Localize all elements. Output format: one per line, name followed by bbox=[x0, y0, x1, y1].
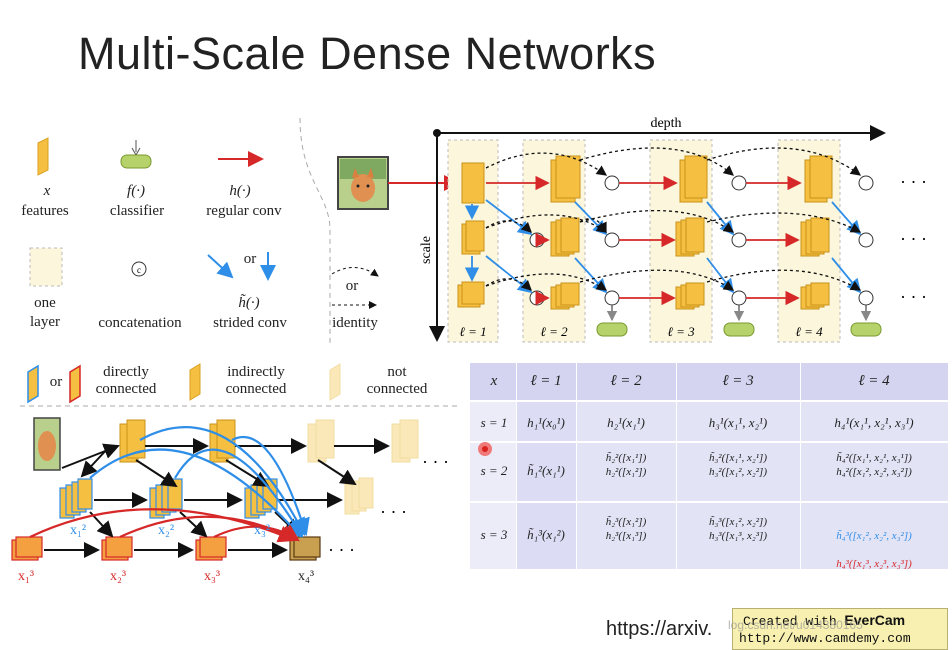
row3-c4-top: h̃₄³([x₁², x₂², x₃²]) bbox=[836, 530, 912, 542]
target-block bbox=[289, 536, 321, 561]
row1-c4: h₄¹(x₁¹, x₂¹, x₃¹) bbox=[834, 415, 914, 430]
node-label-x2-3: x₂³ bbox=[110, 569, 126, 584]
scale-label: scale bbox=[419, 236, 434, 264]
identity-arcs bbox=[485, 147, 862, 291]
feature-icon bbox=[37, 137, 49, 176]
strided-conv-label: strided conv bbox=[213, 315, 287, 331]
layer-label-3: ℓ = 3 bbox=[667, 324, 695, 339]
evercam-watermark: Created with EverCam http://www.camdemy.… bbox=[732, 608, 948, 650]
row3-c4: h̃₄³([x₁², x₂², x₃²]) h₄³([x₁³, x₂³, x₃³… bbox=[804, 515, 944, 571]
feature-blocks bbox=[457, 155, 833, 310]
ellipsis-row-1: · · · bbox=[900, 172, 927, 192]
table-header-x: x bbox=[490, 373, 498, 389]
indirectly-connected-label: indirectly connected bbox=[225, 364, 287, 397]
direct-blue-icon bbox=[27, 364, 39, 404]
regular-conv-symbol: h(·) bbox=[229, 183, 251, 199]
table-header-l1: ℓ = 1 bbox=[530, 373, 562, 389]
concat-icon bbox=[131, 261, 147, 277]
one-layer-icon bbox=[29, 247, 63, 287]
watermark-brand: EverCam bbox=[844, 612, 906, 628]
lower-ellipsis-1: · · · bbox=[422, 452, 449, 472]
node-label-x3-3: x₃³ bbox=[204, 569, 220, 584]
row3-c4-bottom: h₄³([x₁³, x₂³, x₃³]) bbox=[836, 558, 912, 570]
table-scale-column bbox=[470, 401, 516, 569]
layer-label-1: ℓ = 1 bbox=[459, 324, 486, 339]
table-header-l3: ℓ = 3 bbox=[722, 373, 754, 389]
row3-c3: h̃₃³([x₁², x₂²]) h₃³([x₁³, x₂³]) bbox=[708, 516, 768, 542]
regular-conv-arrows bbox=[486, 175, 802, 306]
features-label: features bbox=[21, 203, 69, 219]
row1-c1: h₁¹(x₀¹) bbox=[527, 415, 565, 430]
ellipsis-row-2: · · · bbox=[900, 229, 927, 249]
ellipsis-row-3: · · · bbox=[900, 287, 927, 307]
node-label-x3-2: x₃² bbox=[254, 523, 270, 538]
direct-or-label: or bbox=[49, 374, 63, 390]
classifier-symbol: f(·) bbox=[127, 183, 145, 199]
row2-c4: h̃₄²([x₁¹, x₂¹, x₃¹]) h₄²([x₁², x₂², x₃²… bbox=[836, 452, 912, 478]
lower-red-arcs bbox=[29, 508, 300, 543]
row1-c2: h₂¹(x₁¹) bbox=[607, 415, 645, 430]
lower-feature-blocks-bottom bbox=[11, 536, 227, 561]
table-layer1-column bbox=[516, 401, 576, 569]
concat-icon-label: c bbox=[137, 265, 141, 275]
table-header-bg bbox=[470, 363, 948, 401]
row3-c2: h̃₂³([x₁²]) h₂³([x₁³]) bbox=[605, 516, 647, 542]
lower-ellipsis-2: · · · bbox=[380, 502, 407, 522]
layer-label-4: ℓ = 4 bbox=[795, 324, 823, 339]
classifier-icon bbox=[120, 154, 152, 169]
lower-blue-arcs bbox=[89, 426, 310, 538]
depth-label: depth bbox=[650, 116, 681, 131]
lower-ellipsis-3: · · · bbox=[328, 540, 355, 560]
cat-image bbox=[337, 156, 389, 210]
features-symbol: x bbox=[43, 183, 51, 199]
slide-title: Multi-Scale Dense Networks bbox=[78, 28, 657, 79]
not-connected-label: not connected bbox=[366, 364, 428, 397]
row2-c3: h̃₃²([x₁¹, x₂¹]) h₃²([x₁², x₂²]) bbox=[708, 452, 768, 478]
arxiv-url[interactable]: https://arxiv. bbox=[606, 618, 713, 640]
lower-black-arrows bbox=[44, 438, 390, 558]
watermark-url: http://www.camdemy.com bbox=[739, 631, 911, 646]
lower-feature-blocks-top bbox=[119, 419, 236, 463]
classifier-nodes bbox=[596, 322, 882, 337]
row2-scale: s = 2 bbox=[480, 463, 508, 478]
table-header-l4: ℓ = 4 bbox=[858, 373, 890, 389]
csdn-overlay: log.csdn.net/u014380165 bbox=[728, 618, 863, 632]
node-label-x1-2: x₁² bbox=[70, 523, 86, 538]
faded-blocks bbox=[307, 419, 419, 515]
node-label-x4-3: x₄³ bbox=[298, 569, 314, 584]
row3-scale: s = 3 bbox=[480, 527, 508, 542]
layer-label-2: ℓ = 2 bbox=[540, 324, 568, 339]
lower-feature-blocks-mid bbox=[59, 478, 278, 519]
identity-label: identity bbox=[332, 315, 378, 331]
strided-conv-symbol: h̃(·) bbox=[238, 295, 260, 311]
regular-conv-label: regular conv bbox=[206, 203, 282, 219]
row1-c3: h₃¹(x₁¹, x₂¹) bbox=[708, 415, 768, 430]
not-connected-icon bbox=[329, 363, 341, 401]
table-header-l2: ℓ = 2 bbox=[610, 373, 642, 389]
row2-c1: h̃₁²(x₁¹) bbox=[527, 463, 565, 478]
strided-or-label: or bbox=[243, 251, 257, 267]
direct-red-icon bbox=[69, 364, 81, 404]
separator-curve bbox=[299, 117, 331, 345]
directly-connected-label: directly connected bbox=[95, 364, 157, 397]
one-layer-label: one layer bbox=[30, 295, 60, 330]
node-label-x2-2: x₂² bbox=[158, 523, 174, 538]
identity-icon-a bbox=[331, 267, 379, 277]
row2-c2: h̃₂²([x₁¹]) h₂²([x₁²]) bbox=[605, 452, 647, 478]
node-label-x11-3: x₁³ bbox=[18, 569, 34, 584]
row3-c1: h̃₁³(x₁²) bbox=[527, 527, 565, 542]
formula-table: x ℓ = 1 ℓ = 2 ℓ = 3 ℓ = 4 s = 1 h₁¹(x₀¹)… bbox=[470, 363, 948, 571]
identity-or-label: or bbox=[345, 278, 359, 294]
row1-scale: s = 1 bbox=[480, 415, 508, 430]
classifier-label: classifier bbox=[109, 203, 165, 219]
cat-image-small bbox=[33, 417, 61, 471]
watermark-prefix: Created with bbox=[743, 614, 845, 629]
indirect-icon bbox=[189, 363, 201, 401]
concatenation-label: concatenation bbox=[98, 315, 182, 331]
strided-conv-icon-a bbox=[207, 254, 234, 279]
cursor-highlight bbox=[478, 442, 492, 456]
